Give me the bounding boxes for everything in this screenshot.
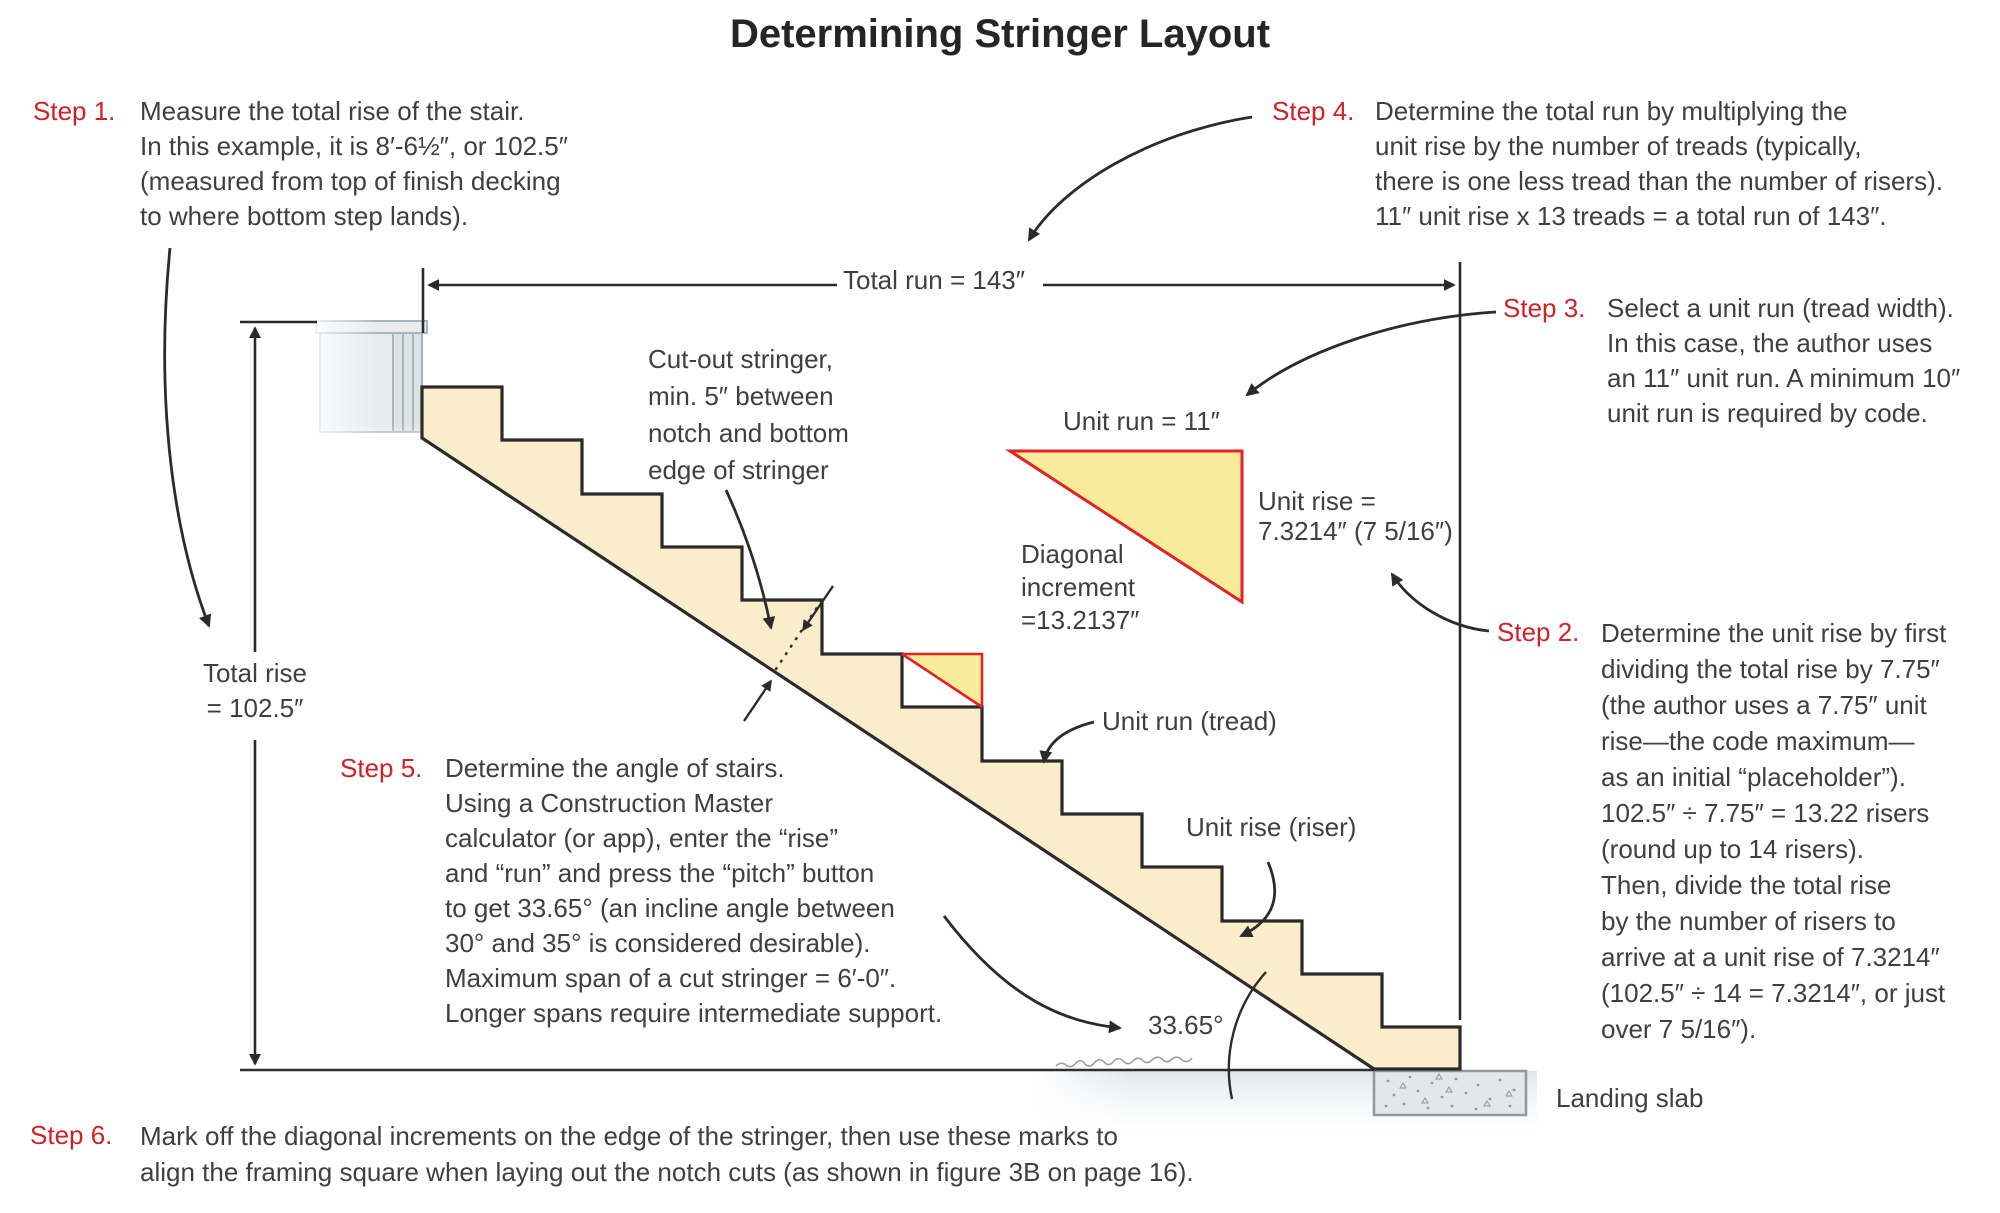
- cutout-stringer-label: Cut-out stringer, min. 5″ between notch …: [648, 344, 849, 485]
- step6-label: Step 6.: [30, 1120, 113, 1150]
- slab-stipple-dots: [1384, 1075, 1516, 1111]
- callout-arrows: [163, 115, 1497, 1034]
- step1-text: Measure the total rise of the stair. In …: [140, 96, 568, 231]
- unit-run-label: Unit run = 11″: [1063, 406, 1220, 436]
- step5-label: Step 5.: [340, 753, 423, 783]
- page-title: Determining Stringer Layout: [729, 12, 1271, 56]
- angle-label: 33.65°: [1148, 1010, 1224, 1040]
- unit-triangle-detail: [1004, 449, 1244, 605]
- step2-arrow: [1390, 572, 1490, 633]
- step4-text: Determine the total run by multiplying t…: [1375, 96, 1943, 231]
- total-rise-label: Total rise = 102.5″: [202, 658, 308, 723]
- step3-text: Select a unit run (tread width). In this…: [1607, 293, 1961, 428]
- step3-arrow: [1245, 310, 1497, 397]
- step1-arrow: [163, 247, 212, 628]
- total-run-label: Total run = 143″: [843, 265, 1025, 295]
- unit-rise-label: Unit rise = 7.3214″ (7 5/16″): [1258, 486, 1453, 546]
- slab-stipple-triangles: [1399, 1073, 1513, 1107]
- step2-label: Step 2.: [1497, 617, 1580, 647]
- total-rise-dimension: [240, 320, 317, 1066]
- step2-text: Determine the unit rise by first dividin…: [1601, 618, 1947, 1044]
- deck-structure: [298, 314, 428, 450]
- stringer-profile: [420, 385, 1462, 1071]
- unit-run-tread-label: Unit run (tread): [1102, 706, 1277, 736]
- total-run-dimension: [421, 262, 1462, 1020]
- unit-rise-riser-arrow: [1239, 861, 1277, 938]
- notch-clearance-mark: [743, 585, 834, 722]
- unit-run-tread-arrow: [1039, 720, 1095, 764]
- angle-arc: [1227, 971, 1267, 1100]
- landing-slab-label: Landing slab: [1556, 1083, 1704, 1113]
- step4-label: Step 4.: [1272, 96, 1355, 126]
- unit-triangle-marker: [901, 652, 984, 709]
- step5-angle-arrow: [942, 915, 1122, 1034]
- step1-label: Step 1.: [33, 96, 116, 126]
- grass-texture: [1055, 1056, 1193, 1068]
- unit-rise-riser-label: Unit rise (riser): [1186, 812, 1357, 842]
- cutout-arrow: [724, 489, 776, 630]
- step6-text: Mark off the diagonal increments on the …: [140, 1121, 1194, 1187]
- step5-text: Determine the angle of stairs. Using a C…: [445, 753, 943, 1028]
- step4-arrow: [1027, 115, 1253, 242]
- step3-label: Step 3.: [1503, 293, 1586, 323]
- landing-slab: [1372, 1069, 1528, 1117]
- diagonal-increment-label: Diagonal increment =13.2137″: [1021, 539, 1140, 635]
